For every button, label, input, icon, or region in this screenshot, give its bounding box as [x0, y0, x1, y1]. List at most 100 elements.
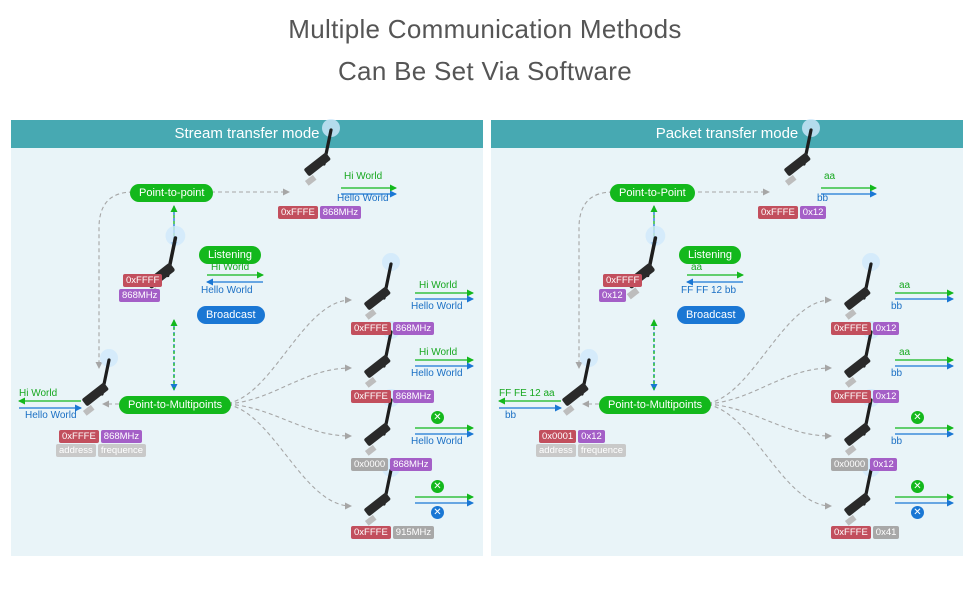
packet-panel-header: Packet transfer mode — [491, 120, 963, 148]
listening-badge: Listening — [679, 246, 742, 264]
stream-connection-lines — [18, 119, 474, 526]
parameter-tag: 0x12 — [872, 322, 900, 335]
route-p2p-to-left — [575, 191, 614, 369]
address-tag: 0xFFFE — [831, 390, 871, 403]
p2p-send-text: aa — [824, 171, 836, 182]
address-tag: 0xFFFE — [59, 430, 99, 443]
center-address-tag: 0xFFFF — [603, 274, 643, 287]
route-p2mp-to-receiver-1 — [220, 296, 352, 405]
left-recv-text: bb — [505, 410, 517, 421]
address-tag: 0x0000 — [831, 458, 869, 471]
receiver-4-blocked-recv-icon: ✕ — [431, 506, 444, 519]
receiver-4-blocked-send-icon: ✕ — [911, 480, 924, 493]
parameter-tag: 915MHz — [392, 526, 435, 539]
receiver-1-send-text: aa — [899, 280, 911, 291]
parameter-tag: 0x12 — [799, 206, 827, 219]
route-p2mp-to-receiver-1 — [700, 296, 832, 405]
route-p2mp-to-receiver-2 — [220, 364, 352, 405]
point-to-multipoints-badge: Point-to-Multipoints — [599, 396, 712, 414]
stream-panel-header: Stream transfer mode — [11, 120, 483, 148]
route-p2mp-to-receiver-4 — [220, 403, 352, 510]
left-recv-text: Hello World — [25, 410, 77, 421]
address-tag: 0xFFFE — [351, 526, 391, 539]
broadcast-badge: Broadcast — [677, 306, 745, 324]
parameter-tag: 868MHz — [319, 206, 362, 219]
address-tag: address — [56, 444, 96, 457]
receiver-2-send-text: Hi World — [419, 347, 458, 358]
parameter-tag: frequence — [97, 444, 147, 457]
packet-connection-lines — [498, 119, 954, 526]
address-tag: 0xFFFE — [278, 206, 318, 219]
parameter-tag: 0x41 — [872, 526, 900, 539]
receiver-3-blocked-send-icon: ✕ — [431, 411, 444, 424]
address-tag: 0xFFFE — [831, 526, 871, 539]
center-device-icon — [626, 225, 666, 300]
left-send-text: FF FE 12 aa — [499, 388, 555, 399]
listening-badge: Listening — [199, 246, 262, 264]
receiver-2-recv-text: Hello World — [411, 368, 463, 379]
receiver-1-send-text: Hi World — [419, 280, 458, 291]
p2p-recv-text: bb — [817, 193, 829, 204]
left-device-icon — [82, 349, 118, 416]
receiver-2-send-text: aa — [899, 347, 911, 358]
receiver-1-recv-text: Hello World — [411, 301, 463, 312]
point-to-point-badge: Point-to-point — [130, 184, 214, 202]
p2p-recv-text: Hello World — [337, 193, 389, 204]
left-device-icon — [562, 349, 598, 416]
receiver-1-device-icon — [364, 253, 400, 320]
route-p2mp-to-receiver-3 — [700, 403, 832, 440]
parameter-tag: frequence — [577, 444, 627, 457]
parameter-tag: 0x12 — [578, 430, 605, 443]
center-send-text: Hi World — [211, 262, 250, 273]
address-tag: 0x0001 — [539, 430, 577, 443]
receiver-4-blocked-recv-icon: ✕ — [911, 506, 924, 519]
point-to-point-badge: Point-to-Point — [610, 184, 695, 202]
address-tag: 0x0000 — [351, 458, 389, 471]
receiver-4-blocked-send-icon: ✕ — [431, 480, 444, 493]
receiver-3-recv-text: bb — [891, 436, 903, 447]
route-p2mp-to-receiver-3 — [220, 403, 352, 440]
address-tag: 0xFFFE — [831, 322, 871, 335]
parameter-tag: 0x12 — [872, 390, 900, 403]
route-p2mp-to-receiver-4 — [700, 403, 832, 510]
address-tag: address — [536, 444, 576, 457]
center-address-tag: 0xFFFF — [123, 274, 163, 287]
receiver-2-recv-text: bb — [891, 368, 903, 379]
receiver-3-blocked-send-icon: ✕ — [911, 411, 924, 424]
p2p-send-text: Hi World — [344, 171, 383, 182]
point-to-multipoints-badge: Point-to-Multipoints — [119, 396, 232, 414]
p2p-device-icon — [304, 119, 340, 186]
left-send-text: Hi World — [19, 388, 58, 399]
address-tag: 0xFFFE — [758, 206, 798, 219]
p2p-device-icon — [784, 119, 820, 186]
parameter-tag: 868MHz — [100, 430, 143, 443]
center-send-text: aa — [691, 262, 703, 273]
page-title-line2: Can Be Set Via Software — [337, 56, 633, 86]
address-tag: 0xFFFE — [351, 322, 391, 335]
receiver-1-device-icon — [844, 253, 880, 320]
receiver-3-recv-text: Hello World — [411, 436, 463, 447]
center-parameter-tag: 868MHz — [119, 289, 161, 302]
parameter-tag: 868MHz — [392, 390, 435, 403]
receiver-1-recv-text: bb — [891, 301, 903, 312]
parameter-tag: 868MHz — [392, 322, 435, 335]
parameter-tag: 0x12 — [870, 458, 897, 471]
